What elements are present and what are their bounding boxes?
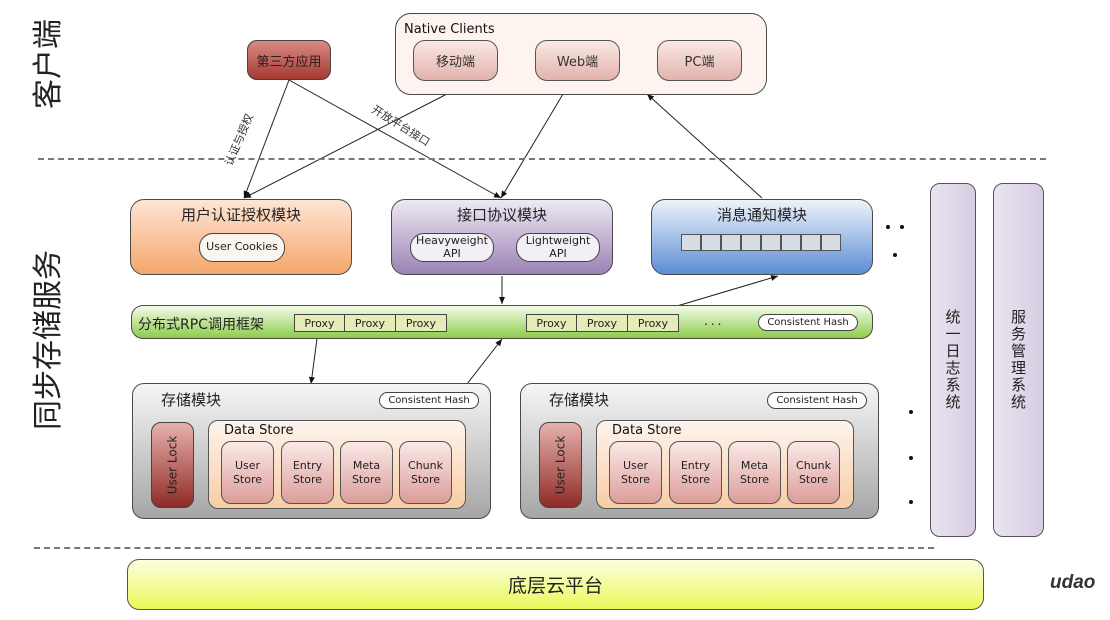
separator-client-service: [38, 158, 1046, 160]
data-store: Data Store User Store Entry Store Meta S…: [596, 420, 854, 509]
chunk-store[interactable]: Chunk Store: [399, 441, 452, 504]
native-clients-group: Native Clients 移动端 Web端 PC端: [395, 13, 767, 95]
notify-module[interactable]: 消息通知模块: [651, 199, 873, 275]
queue-cell: [681, 234, 701, 251]
meta-store[interactable]: Meta Store: [728, 441, 781, 504]
queue-cell: [741, 234, 761, 251]
lightweight-api[interactable]: Lightweight API: [516, 233, 600, 262]
user-lock[interactable]: User Lock: [539, 422, 582, 508]
ellipsis-dot: [900, 225, 904, 229]
arrow-thirdparty-to-protocol: [288, 79, 502, 199]
service-management-system[interactable]: 服务管理系统: [993, 183, 1044, 537]
cloud-platform[interactable]: 底层云平台: [127, 559, 984, 610]
third-party-app[interactable]: 第三方应用: [247, 40, 331, 80]
ellipsis-dot: [909, 456, 913, 460]
proxy-cell[interactable]: Proxy: [294, 314, 345, 332]
arrow-mobile-to-auth: [243, 93, 448, 199]
client-web[interactable]: Web端: [535, 40, 620, 81]
queue-cell: [761, 234, 781, 251]
protocol-module-title: 接口协议模块: [456, 206, 547, 224]
proxy-cell[interactable]: Proxy: [628, 314, 679, 332]
arrow-web-to-protocol: [500, 93, 564, 199]
separator-service-platform: [34, 547, 934, 549]
user-store[interactable]: User Store: [609, 441, 662, 504]
ellipsis-dot: [909, 410, 913, 414]
storage-consistent-hash[interactable]: Consistent Hash: [767, 392, 867, 409]
storage-module-title: 存储模块: [549, 391, 610, 409]
queue-cell: [701, 234, 721, 251]
heavyweight-api[interactable]: Heavyweight API: [410, 233, 494, 262]
ellipsis-dot: [909, 500, 913, 504]
entry-store[interactable]: Entry Store: [281, 441, 334, 504]
client-pc[interactable]: PC端: [657, 40, 742, 81]
data-store: Data Store User Store Entry Store Meta S…: [208, 420, 466, 509]
storage-module-title: 存储模块: [161, 391, 222, 409]
arrow-thirdparty-to-auth: [243, 79, 290, 199]
proxy-cell[interactable]: Proxy: [526, 314, 577, 332]
auth-module-title: 用户认证授权模块: [180, 206, 301, 224]
entry-store[interactable]: Entry Store: [669, 441, 722, 504]
rpc-ellipsis: ...: [704, 314, 725, 328]
proxy-cell[interactable]: Proxy: [396, 314, 447, 332]
arrow-proxy-to-storage: [308, 330, 319, 385]
proxy-cell[interactable]: Proxy: [345, 314, 396, 332]
queue-cell: [781, 234, 801, 251]
user-store[interactable]: User Store: [221, 441, 274, 504]
chunk-store[interactable]: Chunk Store: [787, 441, 840, 504]
ellipsis-dot: [886, 225, 890, 229]
data-store-title: Data Store: [224, 423, 294, 438]
arrow-notify-to-pc: [646, 93, 763, 199]
user-cookies[interactable]: User Cookies: [199, 233, 285, 262]
unified-log-system[interactable]: 统一日志系统: [930, 183, 976, 537]
rpc-consistent-hash[interactable]: Consistent Hash: [758, 314, 858, 331]
rpc-framework-title: 分布式RPC调用框架: [138, 317, 264, 333]
storage-consistent-hash[interactable]: Consistent Hash: [379, 392, 479, 409]
watermark: udao: [1050, 572, 1096, 593]
protocol-module[interactable]: 接口协议模块 Heavyweight API Lightweight API: [391, 199, 613, 275]
queue-cell: [801, 234, 821, 251]
message-queue: [681, 234, 841, 251]
native-clients-title: Native Clients: [404, 22, 495, 37]
ellipsis-dot: [893, 253, 897, 257]
arrow-storage-to-rpc: [466, 338, 503, 385]
data-store-title: Data Store: [612, 423, 682, 438]
client-mobile[interactable]: 移动端: [413, 40, 498, 81]
queue-cell: [721, 234, 741, 251]
storage-module-1[interactable]: 存储模块 Consistent Hash User Lock Data Stor…: [132, 383, 491, 519]
notify-module-title: 消息通知模块: [716, 206, 807, 224]
proxy-cell[interactable]: Proxy: [577, 314, 628, 332]
section-label-client: 客户端: [31, 19, 66, 109]
storage-module-2[interactable]: 存储模块 Consistent Hash User Lock Data Stor…: [520, 383, 879, 519]
auth-module[interactable]: 用户认证授权模块 User Cookies: [130, 199, 352, 275]
queue-cell: [821, 234, 841, 251]
section-label-sync-storage: 同步存储服务: [31, 250, 66, 430]
meta-store[interactable]: Meta Store: [340, 441, 393, 504]
user-lock[interactable]: User Lock: [151, 422, 194, 508]
